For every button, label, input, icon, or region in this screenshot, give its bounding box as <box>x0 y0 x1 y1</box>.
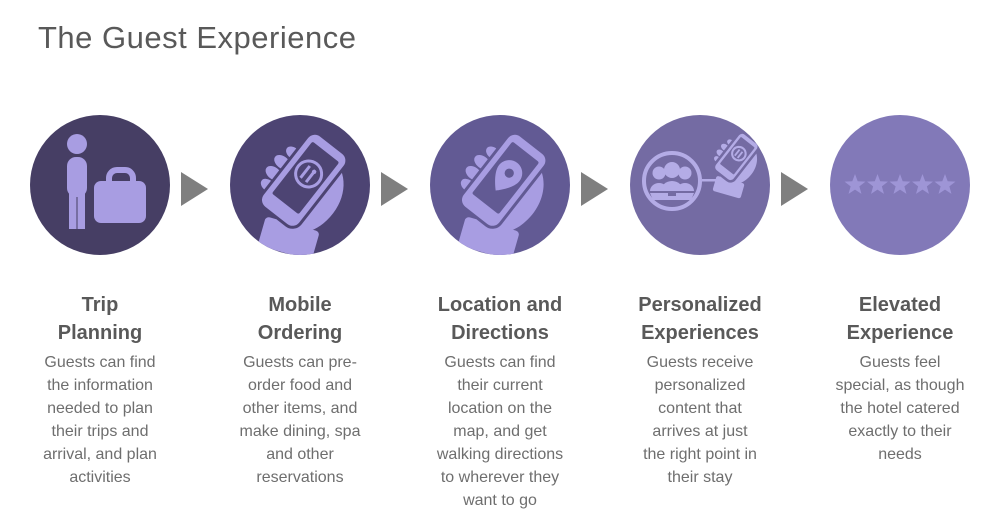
page-title: The Guest Experience <box>38 20 357 55</box>
star-icon <box>912 174 933 194</box>
small-hand-phone-icon <box>712 131 761 199</box>
arrow-right-icon <box>181 172 208 206</box>
step-description: Guests can find the information needed t… <box>43 354 157 486</box>
dining-glyph-icon <box>294 159 324 189</box>
step-mobile-ordering: Mobile Ordering Guests can pre- order fo… <box>200 115 400 512</box>
step-heading: Elevated Experience <box>846 294 954 344</box>
step-heading: Personalized Experiences <box>638 294 762 344</box>
five-stars-icon <box>844 174 956 194</box>
arrow-right-icon <box>781 172 808 206</box>
step-description: Guests feel special, as though the hotel… <box>835 354 965 463</box>
steps-row: Trip Planning Guests can find the inform… <box>0 115 1000 512</box>
people-group-phone-icon <box>642 131 761 211</box>
hand-phone-dining-icon <box>258 131 349 255</box>
traveler-suitcase-icon <box>67 134 146 229</box>
mobile-ordering-circle <box>230 115 370 255</box>
step-heading: Location and Directions <box>437 294 563 344</box>
step-description: Guests can find their current location o… <box>436 354 564 509</box>
location-directions-circle <box>430 115 570 255</box>
step-heading: Trip Planning <box>57 294 143 344</box>
step-description: Guests receive personalized content that… <box>643 354 757 486</box>
hand-phone-location-icon <box>458 131 549 255</box>
elevated-experience-circle <box>830 115 970 255</box>
star-icon <box>934 174 956 194</box>
step-personalized-experiences: Personalized Experiences Guests receive … <box>600 115 800 512</box>
step-elevated-experience: Elevated Experience Guests feel special,… <box>800 115 1000 512</box>
arrow-right-icon <box>381 172 408 206</box>
step-trip-planning: Trip Planning Guests can find the inform… <box>0 115 200 512</box>
star-icon <box>844 174 866 194</box>
step-heading: Mobile Ordering <box>257 294 343 344</box>
step-description: Guests can pre- order food and other ite… <box>239 354 361 486</box>
personalized-experiences-circle <box>630 115 770 255</box>
step-location-directions: Location and Directions Guests can find … <box>400 115 600 512</box>
star-icon <box>867 174 888 194</box>
people-group-icon <box>642 151 702 211</box>
star-icon <box>889 174 911 194</box>
arrow-right-icon <box>581 172 608 206</box>
trip-planning-circle <box>30 115 170 255</box>
connector-line <box>702 179 720 182</box>
location-pin-icon <box>495 160 523 191</box>
